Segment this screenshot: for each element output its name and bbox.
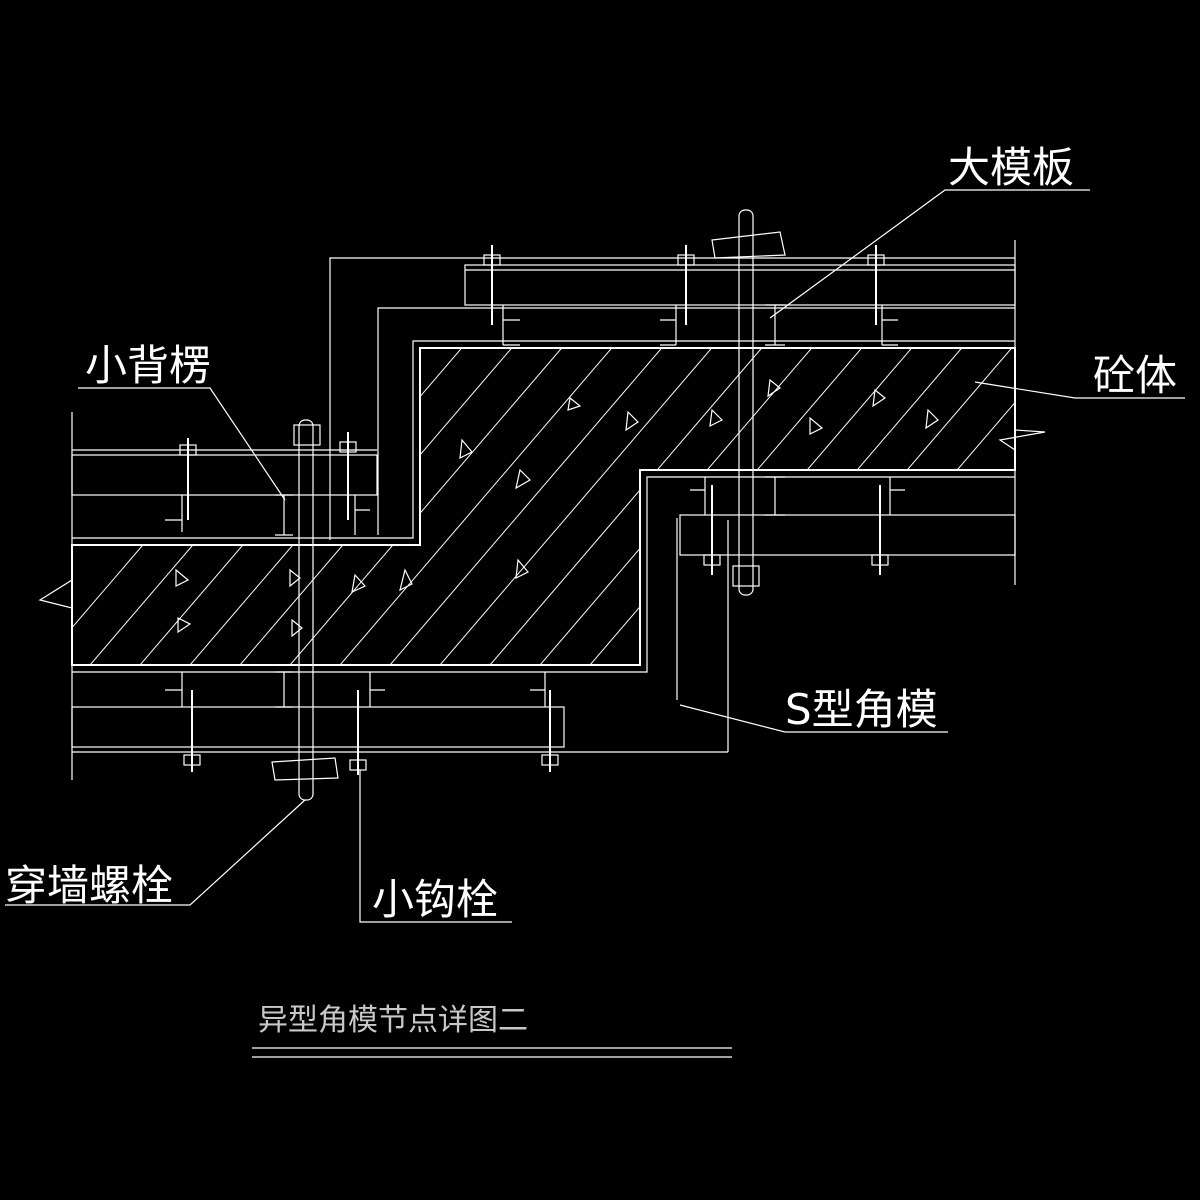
small-formwork-left [71, 449, 728, 753]
hook-bolt [871, 485, 889, 575]
break-lines [38, 240, 1046, 780]
drawing-title: 异型角模节点详图二 [258, 1003, 528, 1038]
title-underline [252, 1047, 732, 1058]
hook-bolt [867, 245, 885, 325]
large-formwork-upper [329, 257, 1016, 540]
hook-bolt [179, 438, 197, 520]
large-formwork-lower [679, 514, 1016, 752]
label-small-back-purlin: 小背楞 [85, 341, 211, 390]
hook-bolts [179, 245, 889, 775]
hook-bolt [703, 485, 721, 575]
label-concrete: 砼体 [1093, 351, 1177, 400]
through-wall-bolt-left [271, 419, 339, 801]
through-wall-bolt-right [711, 209, 786, 596]
hook-bolt [483, 245, 501, 325]
hook-bolt [541, 690, 559, 772]
aggregate-marks [175, 378, 939, 638]
label-large-formwork: 大模板 [948, 143, 1074, 192]
through-wall-bolts [271, 209, 786, 801]
hook-bolt [677, 245, 695, 325]
label-through-wall-bolt: 穿墙螺栓 [5, 861, 173, 910]
hook-bolt [339, 432, 357, 520]
hook-bolt [183, 690, 201, 772]
hook-bolt [349, 690, 367, 775]
label-s-corner-form: S型角模 [785, 685, 938, 734]
steel-profiles [165, 304, 905, 708]
label-small-hook-bolt: 小钩栓 [372, 875, 498, 924]
leader-lines [5, 189, 1185, 923]
